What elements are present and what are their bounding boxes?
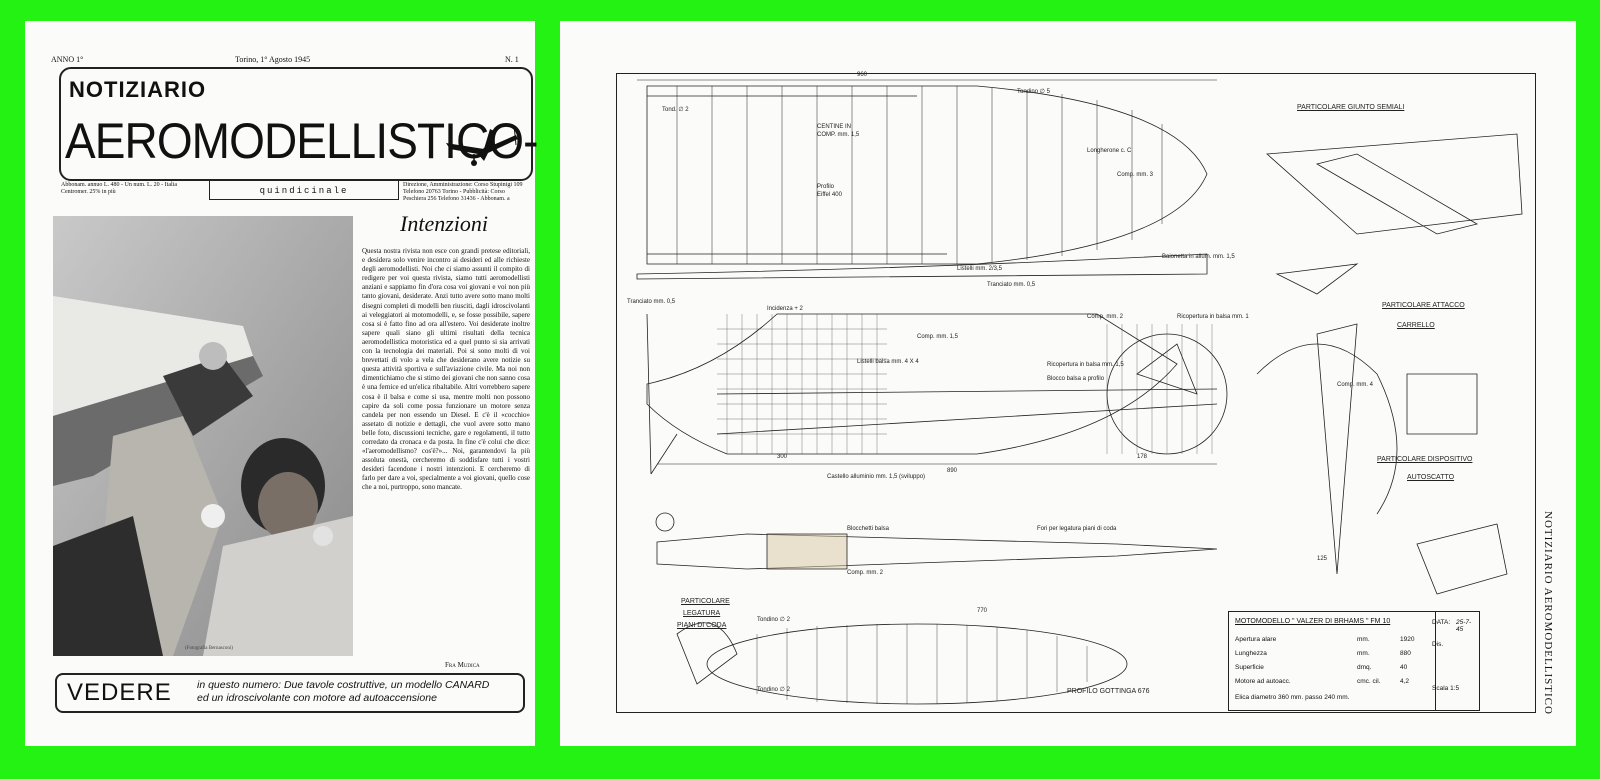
label-centine-comp: COMP. mm. 1,5 bbox=[817, 132, 860, 138]
spec-unit: mm. bbox=[1357, 650, 1370, 657]
masthead-big-title: AEROMODELLISTICO- bbox=[65, 113, 538, 169]
article-title: Intenzioni bbox=[400, 211, 488, 236]
label-tondino-2c: Tondino ∅ 2 bbox=[757, 687, 790, 693]
spec-elica: Elica diametro 360 mm. passo 240 mm. bbox=[1235, 694, 1350, 701]
technical-drawing-page: 960 Tondino ∅ 5 Tond. ∅ 2 CENTINE IN COM… bbox=[560, 21, 1576, 746]
date-label: DATA: bbox=[1432, 619, 1451, 626]
label-incidenza: Incidenza + 2 bbox=[767, 306, 803, 312]
spec-value: 40 bbox=[1400, 664, 1408, 671]
label-blocchetti: Blocchetti balsa bbox=[847, 526, 890, 532]
wing-planform bbox=[646, 85, 1208, 265]
label-eiffel: Eiffel 400 bbox=[817, 192, 842, 198]
label-ricopertura: Ricopertura in balsa mm. 1,5 bbox=[1047, 362, 1124, 368]
masthead: NOTIZIARIO AEROMODELLISTICO- bbox=[59, 67, 538, 181]
dim-770: 770 bbox=[977, 608, 988, 614]
spec-value: 4,2 bbox=[1400, 678, 1410, 685]
caption-legatura: LEGATURA bbox=[683, 610, 721, 617]
caption-piani-di-coda: PIANI DI CODA bbox=[677, 622, 727, 629]
label-fori: Fori per legatura piani di coda bbox=[1037, 526, 1117, 532]
photo-credit: (Fotografia Bernasconi) bbox=[185, 646, 233, 651]
spec-label: Motore ad autoacc. bbox=[1235, 678, 1291, 685]
issue-number: N. 1 bbox=[505, 55, 519, 64]
dim-125: 125 bbox=[1317, 556, 1328, 562]
year-label: ANNO 1° bbox=[51, 55, 84, 64]
dim-960: 960 bbox=[857, 72, 868, 78]
spec-unit: cmc. cil. bbox=[1357, 678, 1381, 685]
dim-300: 300 bbox=[777, 454, 788, 460]
label-comp-4: Comp. mm. 4 bbox=[1337, 382, 1374, 388]
airplane-logo-icon bbox=[446, 124, 518, 166]
label-tranciato-2: Tranciato mm. 0,5 bbox=[627, 299, 676, 305]
spec-label: Lunghezza bbox=[1235, 650, 1267, 657]
scale-label: Scala 1:5 bbox=[1432, 685, 1460, 692]
spec-value: 880 bbox=[1400, 650, 1411, 657]
label-blocco: Blocco balsa a profilo bbox=[1047, 376, 1105, 382]
specifications-table: MOTOMODELLO " VALZER DI BRHAMS " FM 10 A… bbox=[1228, 611, 1480, 711]
dateline: Torino, 1° Agosto 1945 bbox=[235, 55, 311, 64]
label-ricopertura-2: Ricopertura in balsa mm. 1 bbox=[1177, 314, 1249, 320]
contents-line-1: in questo numero: Due tavole costruttive… bbox=[197, 679, 490, 691]
caption-giunto-semiali: PARTICOLARE GIUNTO SEMIALI bbox=[1297, 104, 1405, 111]
editorial-info: Direzione, Amministrazione: Corso Stupin… bbox=[403, 182, 523, 200]
label-comp-3: Comp. mm. 3 bbox=[1117, 172, 1154, 178]
spec-label: Superficie bbox=[1235, 664, 1264, 671]
caption-carrello: CARRELLO bbox=[1397, 322, 1435, 329]
caption-particolare-dispositivo: PARTICOLARE DISPOSITIVO bbox=[1377, 456, 1473, 463]
blueprint-drawing bbox=[636, 79, 1523, 705]
spec-unit: dmq. bbox=[1357, 664, 1372, 671]
label-longherone: Longherone c. C bbox=[1087, 148, 1132, 154]
label-tranciato: Tranciato mm. 0,5 bbox=[987, 282, 1036, 288]
label-comp-2: Comp. mm. 2 bbox=[1087, 314, 1124, 320]
spec-unit: mm. bbox=[1357, 636, 1370, 643]
cover-photograph bbox=[53, 216, 353, 656]
label-baionetta: Baionetta in allum. mm. 1,5 bbox=[1162, 254, 1235, 260]
article-body: Questa nostra rivista non esce con grand… bbox=[362, 247, 530, 492]
label-tondino-5: Tondino ∅ 5 bbox=[1017, 89, 1050, 95]
subscription-info: Abbonam. annuo L. 480 - Un num. L. 20 - … bbox=[61, 182, 177, 195]
contents-line-2: ed un idroscivolante con motore ad autoa… bbox=[197, 692, 437, 704]
dim-890: 890 bbox=[947, 468, 958, 474]
article-signature: Fra Mudica bbox=[445, 661, 480, 669]
drawing-frame: 960 Tondino ∅ 5 Tond. ∅ 2 CENTINE IN COM… bbox=[616, 72, 1536, 713]
masthead-info-row: Abbonam. annuo L. 480 - Un num. L. 20 - … bbox=[59, 178, 529, 200]
magazine-cover-page: ANNO 1° Torino, 1° Agosto 1945 N. 1 NOTI… bbox=[25, 21, 538, 746]
label-profilo: Profilo bbox=[817, 184, 835, 190]
label-centine: CENTINE IN bbox=[817, 124, 852, 130]
label-listelli-balsa: Listelli balsa mm. 4 X 4 bbox=[857, 359, 919, 365]
dim-178: 178 bbox=[1137, 454, 1148, 460]
title-block: DATA: 25-7-45 Dis. Scala 1:5 bbox=[1430, 611, 1478, 709]
caption-profilo-gottinga: PROFILO GOTTINGA 676 bbox=[1067, 688, 1150, 695]
caption-particolare: PARTICOLARE bbox=[681, 598, 730, 605]
frequency-label: quindicinale bbox=[209, 180, 399, 200]
label-tondino-2: Tond. ∅ 2 bbox=[662, 107, 689, 113]
masthead-small-title: NOTIZIARIO bbox=[69, 77, 207, 102]
contents-text: in questo numero: Due tavole costruttive… bbox=[197, 679, 517, 705]
caption-autoscatto: AUTOSCATTO bbox=[1407, 474, 1455, 481]
caption-particolare-attacco: PARTICOLARE ATTACCO bbox=[1382, 302, 1465, 309]
date-value: 25-7-45 bbox=[1456, 619, 1472, 633]
model-title: MOTOMODELLO " VALZER DI BRHAMS " FM 10 bbox=[1235, 618, 1391, 625]
label-listelli: Listelli mm. 2/3,5 bbox=[957, 266, 1003, 272]
label-comp-15: Comp. mm. 1,5 bbox=[917, 334, 959, 340]
label-castello: Castello alluminio mm. 1,5 (sviluppo) bbox=[827, 474, 926, 480]
label-tondino-2b: Tondino ∅ 2 bbox=[757, 617, 790, 623]
label-comp-2b: Comp. mm. 2 bbox=[847, 570, 884, 576]
vedere-label: VEDERE bbox=[67, 679, 172, 706]
spec-label: Apertura alare bbox=[1235, 636, 1277, 643]
vertical-journal-title: NOTIZIARIO AEROMODELLISTICO bbox=[1542, 511, 1554, 715]
contents-box: VEDERE in questo numero: Due tavole cost… bbox=[55, 673, 525, 713]
spec-value: 1920 bbox=[1400, 636, 1415, 643]
designer-label: Dis. bbox=[1432, 641, 1444, 648]
